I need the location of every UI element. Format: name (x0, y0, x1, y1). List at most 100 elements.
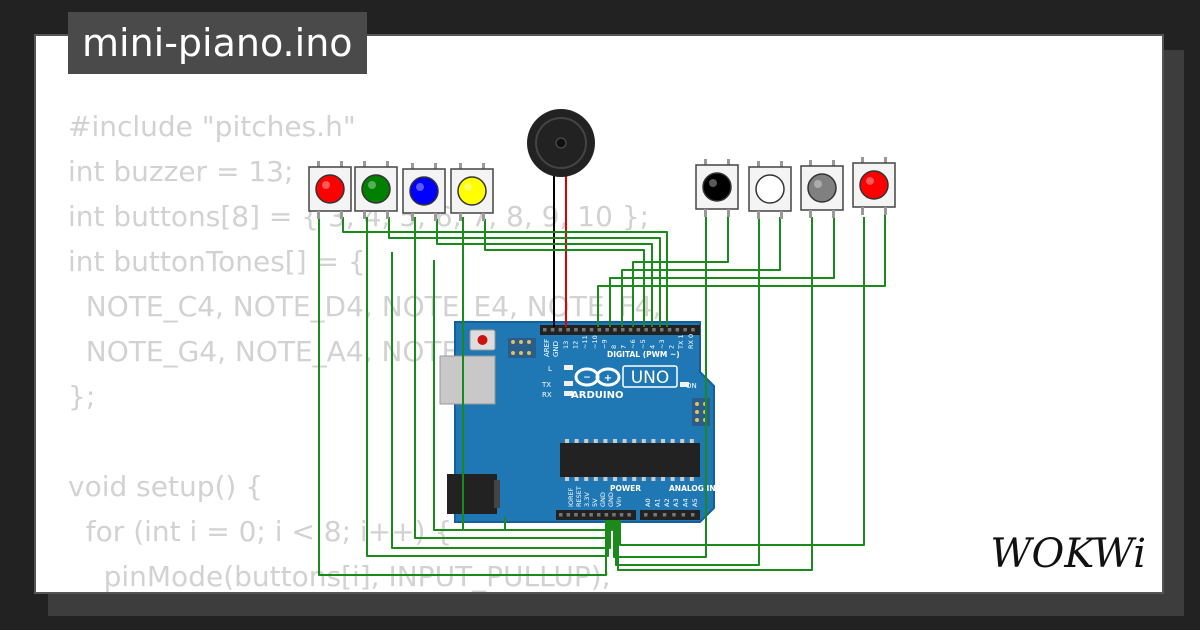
header-hole (636, 328, 641, 332)
wires (318, 175, 886, 576)
header-hole (672, 513, 676, 517)
header-hole (652, 328, 656, 332)
digital-pin-label: ~3 (658, 339, 666, 349)
header-hole (660, 328, 664, 332)
digital-pin-label: 7 (620, 345, 628, 349)
chip-pins (565, 439, 694, 481)
button-pin (780, 161, 783, 169)
header-hole (597, 328, 602, 332)
button-pin (809, 210, 812, 218)
button-pin (809, 160, 812, 168)
header-hole (691, 513, 695, 517)
header-hole (581, 513, 586, 517)
analog-pin-label: A2 (663, 498, 671, 507)
header-hole (550, 328, 555, 332)
logo-plus: + (604, 373, 612, 384)
chip-pin (651, 439, 656, 443)
header-hole (604, 513, 609, 517)
led-l (564, 365, 573, 370)
header-hole (662, 513, 667, 517)
signal-wire-1 (342, 217, 668, 327)
chip-pin (661, 477, 665, 481)
chip-pin (632, 439, 637, 443)
power-pin-label: RESET (575, 486, 583, 507)
power-pin-label: Vin (615, 497, 623, 507)
header-hole (574, 328, 578, 332)
push-button-8[interactable] (852, 157, 896, 215)
chip-pin (613, 439, 617, 443)
ground-wire-loop (433, 260, 506, 531)
piezo-buzzer[interactable] (527, 109, 595, 177)
chip-pin (670, 477, 675, 481)
ground-wire-7 (617, 217, 813, 571)
chip-pin (641, 439, 646, 443)
button-cap (409, 176, 439, 206)
push-button-7[interactable] (800, 160, 844, 218)
chip-pin (689, 439, 694, 443)
chip-pin (603, 477, 608, 481)
button-pin (340, 161, 343, 169)
button-pin (459, 213, 462, 221)
button-cap (807, 173, 837, 203)
led-tx-label: TX (541, 381, 551, 389)
button-pin (386, 161, 389, 169)
analog-pin-label: A0 (644, 498, 652, 507)
led-on-label: ON (686, 382, 697, 390)
led-rx (564, 391, 573, 396)
push-buttons (308, 157, 896, 221)
button-cap (315, 174, 345, 204)
digital-pin-label: TX 1 (677, 334, 685, 350)
analog-pin-label: A1 (653, 498, 661, 507)
push-button-6[interactable] (748, 161, 792, 219)
chip-pin (661, 439, 665, 443)
ground-wire-4 (462, 217, 613, 531)
button-cap (361, 174, 391, 204)
chip-pin (574, 439, 579, 443)
push-button-1[interactable] (308, 161, 352, 219)
gnd-label: GND (552, 341, 560, 357)
header-hole (613, 328, 617, 332)
code-line: }; (68, 380, 96, 413)
header-hole (605, 328, 609, 332)
power-label: POWER (610, 484, 641, 493)
chip-pin (565, 439, 569, 443)
push-button-4[interactable] (450, 163, 494, 221)
button-cap (859, 170, 889, 200)
chip-pin (613, 477, 617, 481)
push-button-5[interactable] (695, 159, 739, 217)
button-shine (709, 179, 717, 187)
chip-pin (603, 439, 608, 443)
chip-pin (632, 477, 637, 481)
header-hole (667, 328, 672, 332)
button-pin (363, 161, 366, 169)
button-cap (702, 172, 732, 202)
power-pin-label: GND (599, 492, 607, 507)
button-pin (386, 211, 389, 219)
signal-wire-2 (388, 217, 661, 327)
bottom-header-holes (559, 513, 695, 517)
button-pin (757, 211, 760, 219)
aref-label: AREF (543, 339, 551, 357)
page-title: mini-piano.ino (68, 12, 367, 74)
push-button-2[interactable] (354, 161, 398, 219)
signal-wire-8 (597, 213, 886, 327)
code-line: NOTE_C4, NOTE_D4, NOTE_E4, NOTE_F4, (68, 290, 662, 323)
digital-pin-label: ~11 (581, 335, 589, 349)
chip-pin (622, 477, 627, 481)
ground-wire-loop (391, 252, 611, 549)
header-hole (644, 328, 648, 332)
button-shine (368, 181, 376, 189)
header-hole (582, 328, 586, 332)
chip-pin (593, 477, 598, 481)
signal-wire-6 (621, 217, 781, 327)
chip-pin (680, 439, 685, 443)
header-hole (691, 328, 695, 332)
power-pin-label: 5V (591, 498, 599, 507)
button-pin (884, 157, 887, 165)
button-pin (363, 211, 366, 219)
push-button-3[interactable] (402, 163, 446, 221)
digital-pin-label: ~10 (591, 335, 599, 349)
signal-wire-5 (632, 215, 729, 327)
ground-wire-8 (619, 217, 865, 546)
